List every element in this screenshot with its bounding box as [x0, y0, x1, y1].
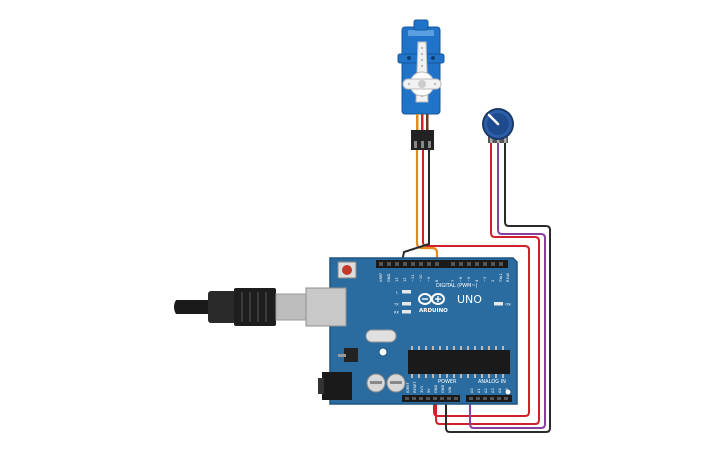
pin-label: 3V3 — [420, 386, 424, 393]
model-text: UNO — [457, 293, 482, 306]
pin-label: 13 — [395, 277, 399, 282]
pin-label: IOREF — [406, 382, 410, 393]
pin-label: GND — [387, 274, 391, 282]
power-jack — [322, 372, 352, 400]
pin-label: 7 — [451, 280, 455, 282]
pin-label: ~11 — [411, 274, 415, 282]
pin-label: A3 — [491, 388, 495, 393]
pin-label: GND — [434, 385, 438, 393]
reset-button[interactable] — [342, 265, 352, 275]
svg-text:RX: RX — [394, 311, 399, 315]
wire-pot-wiper[interactable] — [469, 142, 546, 429]
arduino-uno-board[interactable]: AREF GND 13 12 ~11 ~10 ~9 8 7 ~6 ~5 4 ~3… — [305, 257, 518, 405]
arduino-logo: ARDUINO UNO — [418, 293, 482, 314]
wire-servo-ground[interactable] — [401, 150, 430, 263]
pin-label: 4 — [475, 279, 479, 282]
pin-label: GND — [441, 385, 445, 393]
servo-horn — [402, 41, 442, 103]
pin-label: TX▸1 — [499, 273, 503, 283]
pin-label: RESET — [413, 381, 417, 393]
analog-label: ANALOG IN — [478, 379, 506, 385]
atmega-chip — [408, 350, 510, 374]
power-label: POWER — [438, 379, 457, 385]
pin-label: 5V — [427, 388, 431, 393]
pin-label: A2 — [484, 388, 488, 393]
pin-label: ~10 — [419, 274, 423, 282]
brand-text: ARDUINO — [419, 308, 448, 314]
pin-label: ~5 — [467, 277, 471, 282]
power-header — [402, 395, 460, 402]
pin-label: 8 — [435, 279, 439, 282]
usb-port — [305, 287, 347, 327]
pin-label: A5 — [505, 388, 509, 393]
pin-label: ~3 — [483, 277, 487, 282]
pin-label: RX◂0 — [506, 272, 510, 282]
pin-label: A0 — [470, 388, 474, 393]
potentiometer[interactable] — [482, 108, 514, 143]
pin-label: 12 — [403, 277, 407, 282]
wires — [401, 142, 551, 433]
digital-header — [376, 260, 508, 268]
servo-motor[interactable] — [397, 19, 445, 150]
pin-label: ~9 — [427, 276, 431, 282]
pin-label: AREF — [379, 273, 383, 282]
wire-pot-power[interactable] — [435, 142, 540, 425]
pin-label: 2 — [491, 280, 495, 282]
pin-label: A1 — [477, 388, 481, 393]
status-leds: L TX RX ON — [393, 290, 511, 315]
svg-text:TX: TX — [393, 303, 399, 307]
pin-label: ~6 — [459, 276, 463, 282]
svg-text:L: L — [396, 291, 398, 295]
wire-servo-signal[interactable] — [415, 150, 439, 262]
pin-label: VIN — [448, 386, 452, 393]
wire-pot-ground[interactable] — [445, 142, 551, 433]
analog-header — [466, 395, 512, 402]
pin-label: A4 — [498, 388, 502, 393]
svg-text:ON: ON — [505, 303, 511, 307]
digital-label: DIGITAL (PWM~) — [436, 283, 478, 289]
